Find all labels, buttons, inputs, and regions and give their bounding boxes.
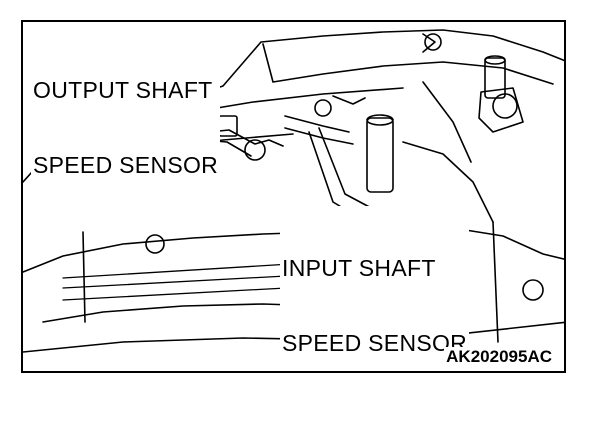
diagram-frame: OUTPUT SHAFT SPEED SENSOR INPUT SHAFT SP…	[21, 20, 566, 373]
input-label-line-2: SPEED SENSOR	[282, 330, 468, 356]
case-hole-right	[522, 279, 544, 301]
output-label-line-1: OUTPUT SHAFT	[33, 77, 213, 103]
case-hole-left	[145, 234, 165, 254]
output-shaft-speed-sensor-label: OUTPUT SHAFT SPEED SENSOR	[31, 28, 221, 228]
case-right-wall	[492, 221, 499, 343]
case-side-wall	[23, 231, 324, 273]
case-right-rib	[452, 227, 564, 260]
case-top-ridge	[262, 43, 554, 85]
figure-id: AK202095AC	[444, 347, 554, 367]
right-studs-shape	[314, 33, 524, 223]
case-ribs-shape	[62, 261, 324, 301]
input-shaft-speed-sensor-label: INPUT SHAFT SPEED SENSOR	[280, 206, 470, 371]
output-label-line-2: SPEED SENSOR	[33, 152, 219, 178]
input-label-line-1: INPUT SHAFT	[282, 255, 436, 281]
